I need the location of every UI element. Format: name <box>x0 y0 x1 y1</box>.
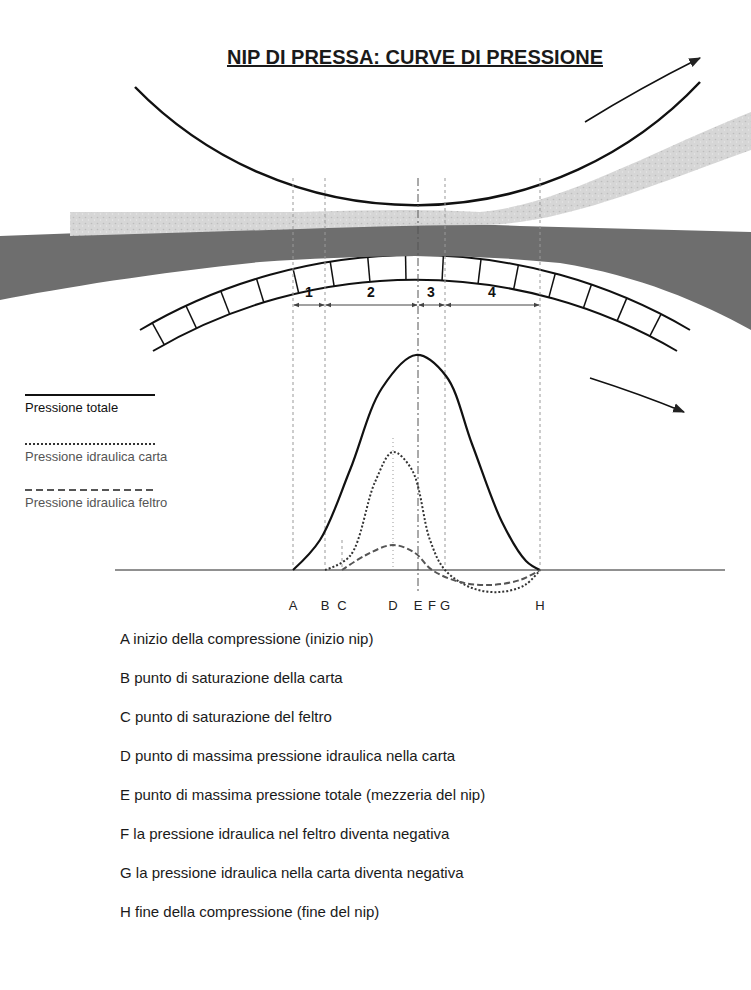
center-line <box>418 178 419 592</box>
pressure-curves <box>293 355 540 592</box>
zone-arrow <box>294 305 324 306</box>
zone-arrow <box>446 305 539 306</box>
roll-segment <box>186 306 197 329</box>
point-description: A inizio della compressione (inizio nip) <box>120 630 373 647</box>
paper-web <box>70 112 751 236</box>
roll-segment <box>405 255 407 280</box>
point-description: B punto di saturazione della carta <box>120 669 343 686</box>
point-description: D punto di massima pressione idraulica n… <box>120 747 455 764</box>
zone-number: 4 <box>488 284 496 300</box>
point-letter: B <box>321 599 330 614</box>
point-letter: F <box>428 599 436 614</box>
reference-line <box>540 178 541 568</box>
legend-text: Pressione idraulica carta <box>25 450 167 465</box>
point-letter: D <box>388 599 397 614</box>
zone-arrow <box>326 305 417 306</box>
point-description: C punto di saturazione del feltro <box>120 708 332 725</box>
roll-inner <box>153 280 677 351</box>
point-description: F la pressione idraulica nel feltro dive… <box>120 825 449 842</box>
zone-arrows <box>294 305 539 306</box>
title: NIP DI PRESSA: CURVE DI PRESSIONE <box>227 46 603 69</box>
roll-segment <box>152 323 164 345</box>
roll-segment <box>549 273 555 297</box>
roll-segment <box>293 269 299 293</box>
point-description: E punto di massima pressione totale (mez… <box>120 786 485 803</box>
roll-segment <box>583 285 591 309</box>
point-letter: E <box>414 599 423 614</box>
roll-segment <box>257 279 264 303</box>
point-letter: G <box>440 599 450 614</box>
zone-number: 2 <box>367 284 375 300</box>
roll-segment <box>330 262 334 287</box>
legend-text: Pressione totale <box>25 401 118 416</box>
rotation-arrow <box>590 378 684 412</box>
roll-segment <box>442 256 443 281</box>
legend-sample <box>25 394 155 396</box>
roll-segment <box>478 259 481 284</box>
roll-segment <box>650 314 661 336</box>
reference-line <box>325 178 326 568</box>
point-letter: H <box>535 599 544 614</box>
reference-lines <box>293 178 540 568</box>
roll-segment <box>221 291 230 314</box>
felt-pressure-curve <box>342 545 540 585</box>
zone-number: 1 <box>305 284 313 300</box>
roll-segment <box>514 265 519 290</box>
roll-segment <box>368 257 370 282</box>
roll-segment <box>617 298 627 321</box>
upper-roll <box>135 82 700 205</box>
point-letter: C <box>337 599 346 614</box>
legend-text: Pressione idraulica feltro <box>25 496 167 511</box>
zone-arrow <box>419 305 444 306</box>
legend-sample <box>25 489 155 491</box>
point-description: H fine della compressione (fine del nip) <box>120 903 379 920</box>
point-letter: A <box>289 599 298 614</box>
paper-pressure-curve <box>325 452 540 592</box>
reference-line <box>293 178 294 568</box>
legend-sample <box>25 443 155 445</box>
point-description: G la pressione idraulica nella carta div… <box>120 864 464 881</box>
zone-number: 3 <box>427 284 435 300</box>
felt-band <box>0 223 751 330</box>
pressure-axis <box>115 570 725 571</box>
total-pressure-curve <box>293 355 540 570</box>
reference-line <box>393 438 394 568</box>
